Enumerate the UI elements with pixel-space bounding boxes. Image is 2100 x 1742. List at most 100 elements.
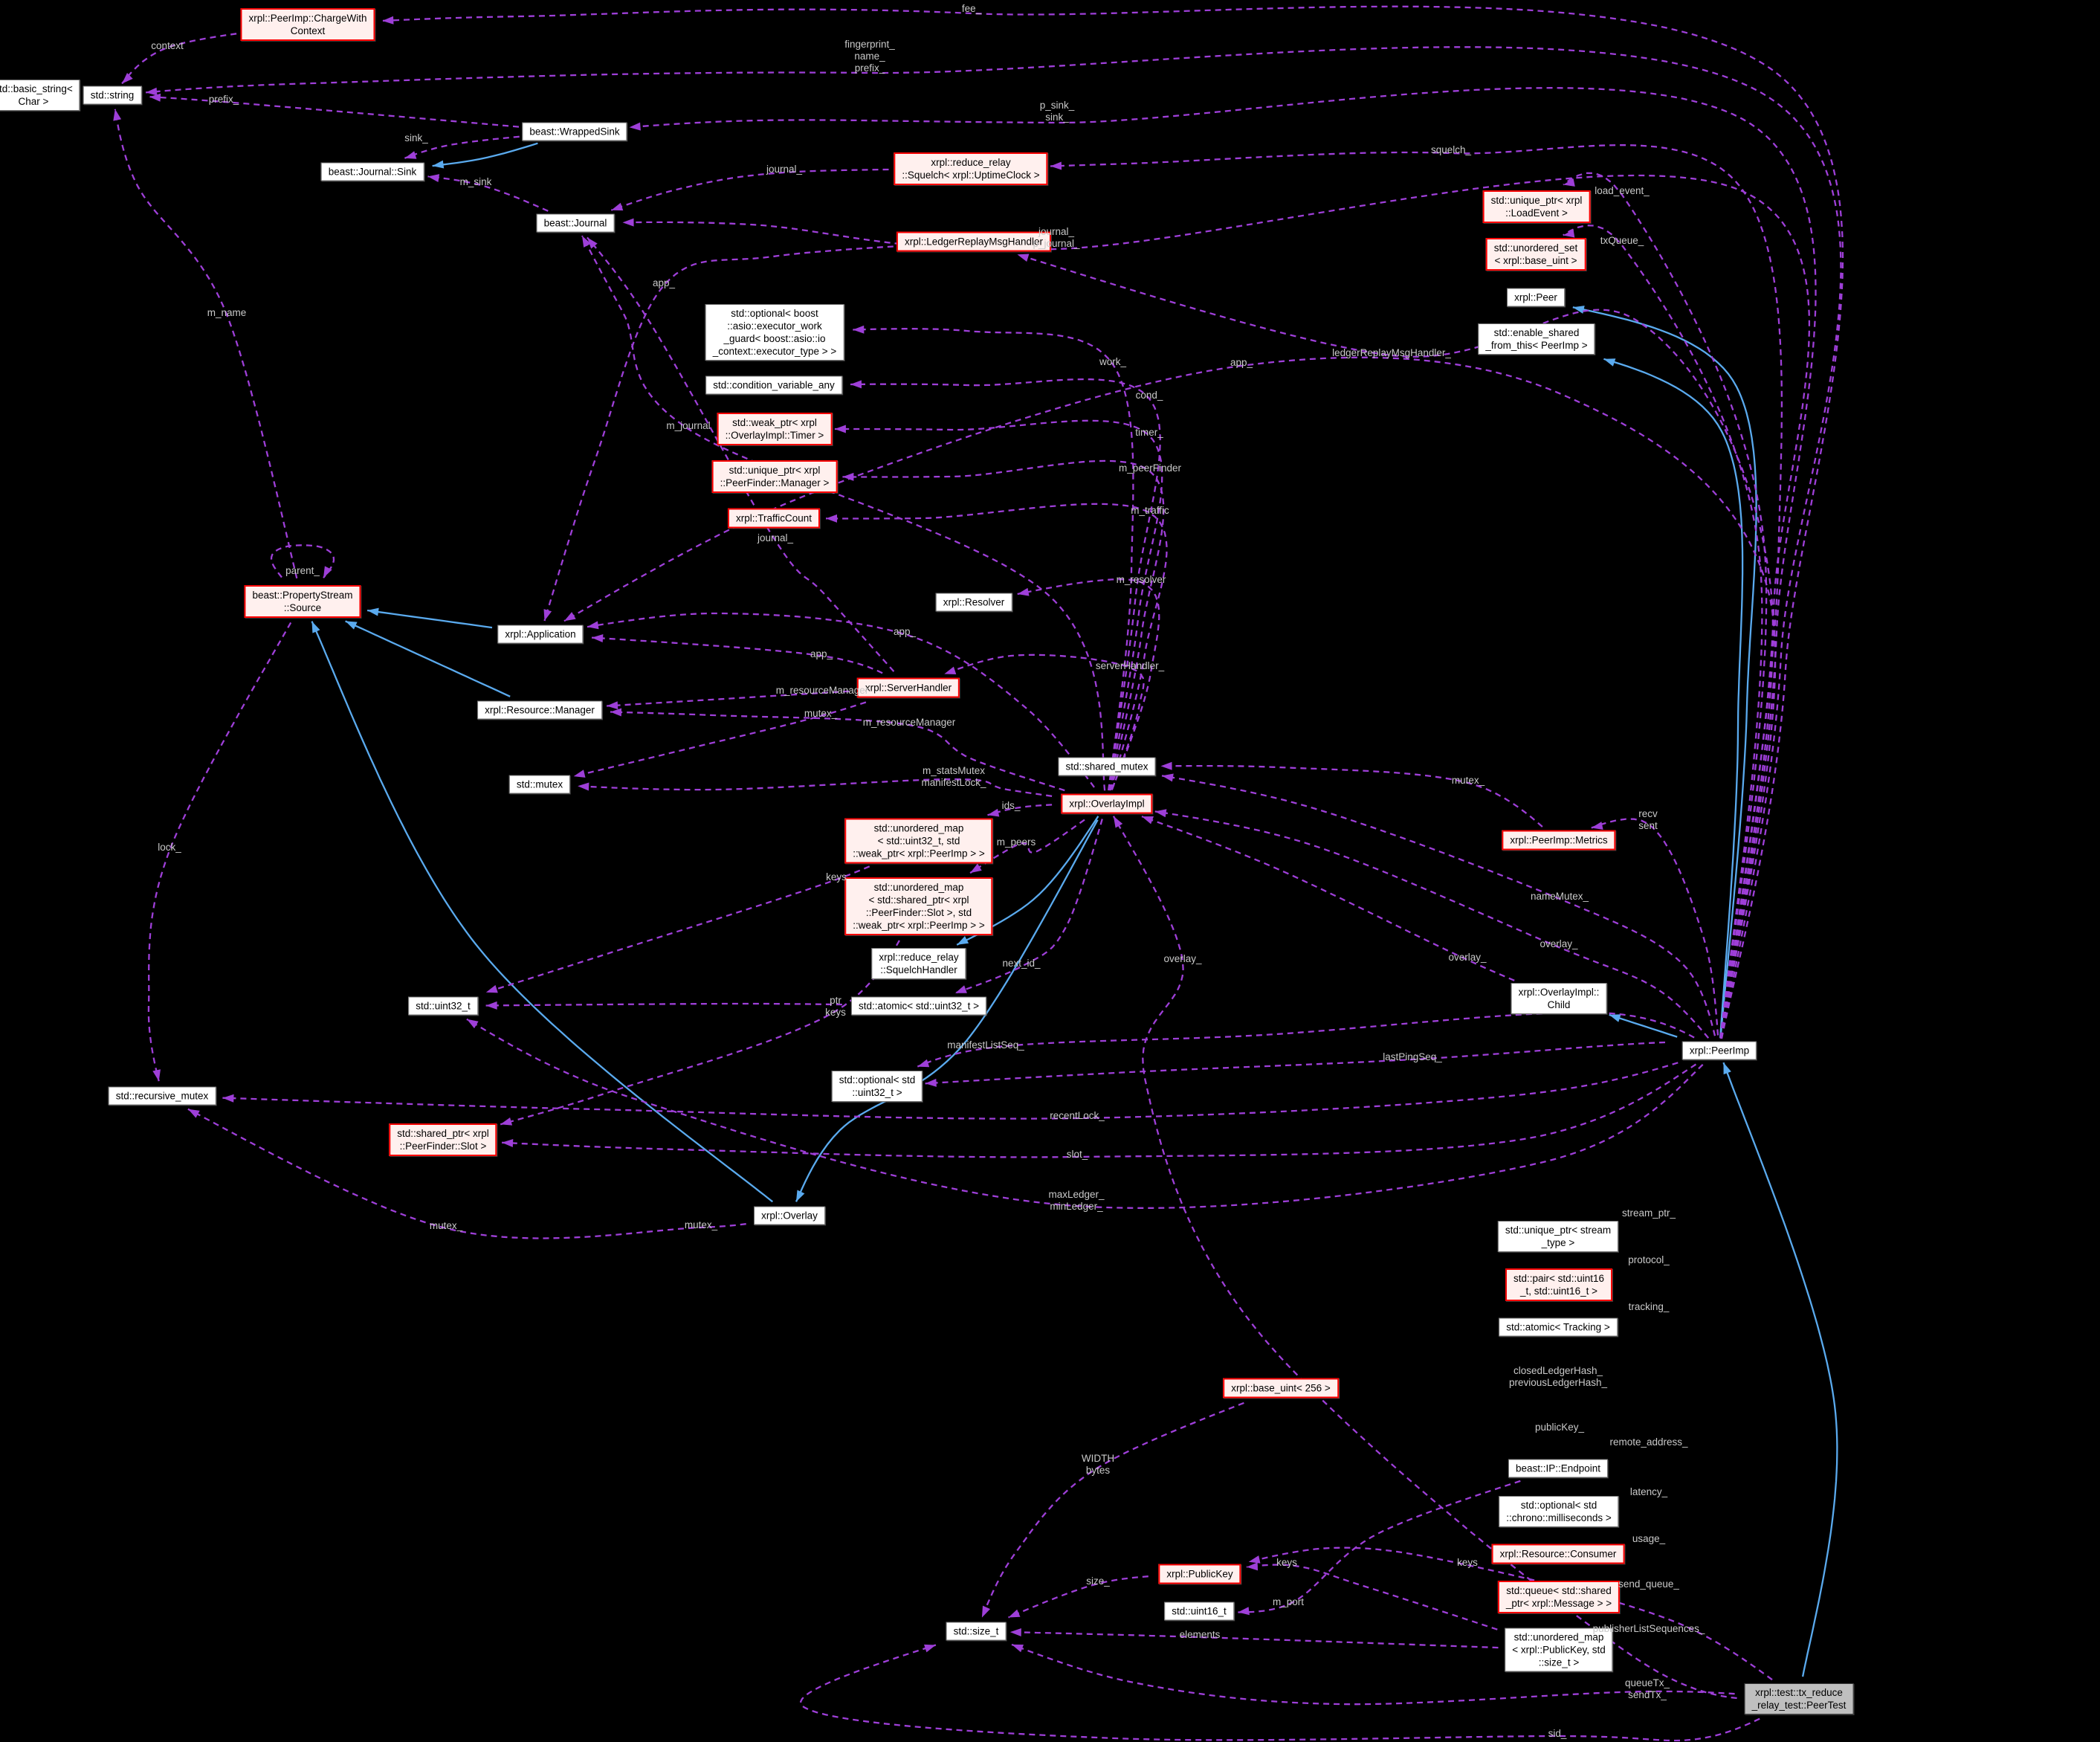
node-peertest[interactable]: xrpl::test::tx_reduce_relay_test::PeerTe… <box>1744 1683 1854 1714</box>
node-squelch[interactable]: xrpl::reduce_relay::Squelch< xrpl::Uptim… <box>894 152 1048 185</box>
node-application[interactable]: xrpl::Application <box>497 625 584 644</box>
node-label-line: std::optional< std <box>839 1074 916 1085</box>
node-sizet[interactable]: std::size_t <box>946 1622 1007 1641</box>
node-label-line: std::unordered_map <box>873 882 964 893</box>
edge-label: nameMutex_ <box>1530 891 1589 902</box>
node-uniqueptrstream[interactable]: std::unique_ptr< stream_type > <box>1497 1221 1619 1252</box>
node-metrics[interactable]: xrpl::PeerImp::Metrics <box>1502 830 1616 851</box>
node-label-line: std::atomic< Tracking > <box>1506 1321 1610 1333</box>
node-wrappedsink[interactable]: beast::WrappedSink <box>522 122 627 141</box>
edge-label: keys <box>1457 1557 1478 1568</box>
node-journal[interactable]: beast::Journal <box>536 213 615 233</box>
node-label-line: < xrpl::base_uint > <box>1494 255 1577 266</box>
node-label-line: std::enable_shared <box>1493 327 1580 338</box>
node-optboost[interactable]: std::optional< boost::asio::executor_wor… <box>705 304 844 361</box>
edge-label: slot_ <box>1066 1149 1088 1160</box>
node-pairuint16[interactable]: std::pair< std::uint16_t, std::uint16_t … <box>1505 1268 1612 1301</box>
node-label-line: xrpl::ServerHandler <box>865 682 952 694</box>
edge-label: context <box>151 40 184 51</box>
edge-label: m_resourceManager <box>862 717 956 728</box>
node-label-line: ::uint32_t > <box>852 1087 902 1098</box>
node-label-line: ::PeerFinder::Slot >, std <box>865 907 972 918</box>
node-peerimp[interactable]: xrpl::PeerImp <box>1681 1041 1757 1060</box>
edge-label: m_sink <box>459 176 492 187</box>
node-uniqueptrpf[interactable]: std::unique_ptr< xrpl::PeerFinder::Manag… <box>711 460 838 493</box>
edge-label: work_ <box>1099 356 1127 367</box>
node-queuemsg[interactable]: std::queue< std::shared_ptr< xrpl::Messa… <box>1497 1581 1621 1613</box>
node-overlay[interactable]: xrpl::Overlay <box>754 1206 825 1225</box>
node-stdmutex[interactable]: std::mutex <box>508 775 571 794</box>
edge-label: m_name <box>207 307 247 318</box>
node-journalsink[interactable]: beast::Journal::Sink <box>320 162 424 181</box>
node-optuint32[interactable]: std::optional< std::uint32_t > <box>831 1071 923 1102</box>
edge-label: fee_ <box>961 3 982 14</box>
node-optms[interactable]: std::optional< std::chrono::milliseconds… <box>1499 1496 1619 1527</box>
node-squelchhandler[interactable]: xrpl::reduce_relay::SquelchHandler <box>871 948 966 979</box>
node-consumer[interactable]: xrpl::Resource::Consumer <box>1491 1543 1625 1564</box>
node-label-line: ::chrono::milliseconds > <box>1506 1512 1612 1523</box>
node-stdstring[interactable]: std::string <box>83 86 142 105</box>
edge-label: app_ <box>1230 357 1253 368</box>
node-serverhandler[interactable]: xrpl::ServerHandler <box>856 677 960 698</box>
node-label-line: ::OverlayImpl::Timer > <box>725 430 824 441</box>
node-trafficcount[interactable]: xrpl::TrafficCount <box>727 508 821 529</box>
node-label-line: beast::PropertyStream <box>252 590 353 601</box>
edge-label: serverHandler_ <box>1095 660 1165 671</box>
node-recursivemutex[interactable]: std::recursive_mutex <box>108 1086 216 1106</box>
node-label-line: xrpl::test::tx_reduce <box>1755 1687 1843 1698</box>
node-umap1[interactable]: std::unordered_map< std::uint32_t, std::… <box>844 818 993 864</box>
node-loadevent[interactable]: std::unique_ptr< xrpl::LoadEvent > <box>1482 190 1591 223</box>
node-ledgerreplay[interactable]: xrpl::LedgerReplayMsgHandler <box>896 231 1052 252</box>
edge-label: overlay_ <box>1163 953 1202 964</box>
edge-label: next_id_ <box>1002 958 1041 969</box>
edge-label: tracking_ <box>1628 1301 1670 1312</box>
node-publickey[interactable]: xrpl::PublicKey <box>1158 1564 1241 1584</box>
node-label-line: ::PeerFinder::Manager > <box>720 477 830 488</box>
node-unorderedset[interactable]: std::unordered_set< xrpl::base_uint > <box>1485 238 1586 271</box>
node-propertystream[interactable]: beast::PropertyStream::Source <box>244 585 361 618</box>
node-basicstring[interactable]: std::basic_string<Char > <box>0 80 80 111</box>
node-sharedmutex[interactable]: std::shared_mutex <box>1058 757 1156 776</box>
edge-label: publicKey_ <box>1534 1422 1585 1433</box>
node-atomic32[interactable]: std::atomic< std::uint32_t > <box>850 996 987 1016</box>
edge-label: app_ <box>652 277 676 288</box>
node-label-line: std::uint32_t <box>416 1000 471 1012</box>
node-label-line: ::asio::executor_work <box>727 320 822 332</box>
node-atomictracking[interactable]: std::atomic< Tracking > <box>1499 1317 1618 1337</box>
edge-label: send_queue_ <box>1618 1578 1679 1590</box>
node-label-line: std::unique_ptr< xrpl <box>1490 195 1583 206</box>
node-peer[interactable]: xrpl::Peer <box>1507 288 1565 307</box>
node-baseuint256[interactable]: xrpl::base_uint< 256 > <box>1223 1378 1339 1399</box>
node-label-line: < xrpl::PublicKey, std <box>1512 1644 1606 1656</box>
node-resourcemanager[interactable]: xrpl::Resource::Manager <box>477 700 602 720</box>
node-ipendpoint[interactable]: beast::IP::Endpoint <box>1508 1459 1609 1478</box>
node-enableshared[interactable]: std::enable_shared_from_this< PeerImp > <box>1478 323 1595 355</box>
edge-label: m_peers <box>996 836 1036 848</box>
node-sharedptrslot[interactable]: std::shared_ptr< xrpl::PeerFinder::Slot … <box>389 1123 497 1156</box>
node-uint16[interactable]: std::uint16_t <box>1164 1601 1234 1621</box>
node-label-line: ::Source <box>283 602 322 613</box>
edge-label: mutex_ <box>1451 775 1485 786</box>
node-label-line: beast::Journal::Sink <box>328 166 417 178</box>
edge-label: ids_ <box>1001 800 1021 811</box>
edge-label: latency_ <box>1629 1486 1668 1497</box>
node-weakptrtimer[interactable]: std::weak_ptr< xrpl::OverlayImpl::Timer … <box>717 413 833 445</box>
node-umap2[interactable]: std::unordered_map< std::shared_ptr< xrp… <box>844 877 993 935</box>
node-resolver[interactable]: xrpl::Resolver <box>935 593 1012 612</box>
node-label-line: xrpl::Overlay <box>761 1210 818 1222</box>
node-label-line: xrpl::PeerImp::ChargeWith <box>248 13 367 24</box>
node-overlayimpl[interactable]: xrpl::OverlayImpl <box>1061 793 1153 814</box>
node-umappub[interactable]: std::unordered_map< xrpl::PublicKey, std… <box>1505 1628 1613 1672</box>
edge-label: lock_ <box>158 842 181 853</box>
node-label-line: std::shared_mutex <box>1065 761 1148 772</box>
node-uint32[interactable]: std::uint32_t <box>408 996 478 1016</box>
node-childnode[interactable]: xrpl::OverlayImpl::Child <box>1511 983 1607 1014</box>
node-condvar[interactable]: std::condition_variable_any <box>705 375 842 395</box>
edge-label: parent_ <box>285 565 320 576</box>
